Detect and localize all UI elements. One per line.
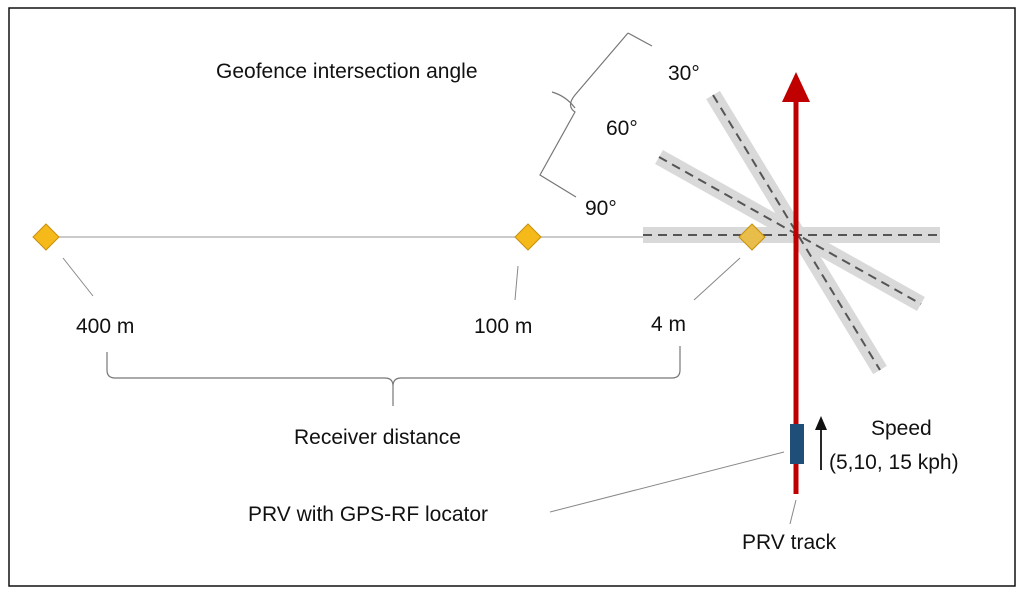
prv-track-label: PRV track — [742, 531, 837, 554]
diamond-icon — [32, 223, 60, 251]
prv-locator-leader — [549, 451, 785, 513]
geofence-bands — [643, 90, 940, 375]
geofence-line-60 — [658, 156, 922, 305]
geofence-line-30 — [712, 94, 881, 371]
speed-arrow-icon — [815, 416, 827, 470]
geofence-centerlines — [643, 94, 940, 371]
speed-values-label: (5,10, 15 kph) — [829, 451, 959, 474]
distance-leaders — [62, 257, 741, 301]
prv-locator-label: PRV with GPS-RF locator — [248, 503, 488, 526]
angle-30-label: 30° — [668, 62, 700, 85]
receiver-distance-bracket — [106, 346, 681, 406]
speed-title-label: Speed — [871, 417, 932, 440]
distance-100-label: 100 m — [474, 315, 532, 338]
diagram-border — [8, 7, 1016, 587]
geofence-title-label: Geofence intersection angle — [216, 60, 478, 83]
angle-60-label: 60° — [606, 117, 638, 140]
diamond-icon — [738, 223, 766, 251]
distance-4-label: 4 m — [651, 313, 686, 336]
diamond-icon — [514, 223, 542, 251]
angle-90-label: 90° — [585, 197, 617, 220]
geofence-angle-bracket-tip — [551, 91, 576, 109]
prv-track-leader — [789, 499, 797, 525]
receivers — [32, 223, 766, 251]
receiver-distance-label: Receiver distance — [294, 426, 461, 449]
distance-400-label: 400 m — [76, 315, 134, 338]
arrow-up-icon — [782, 72, 810, 102]
prv-vehicle — [790, 424, 804, 464]
geofence-angle-bracket — [539, 32, 653, 198]
